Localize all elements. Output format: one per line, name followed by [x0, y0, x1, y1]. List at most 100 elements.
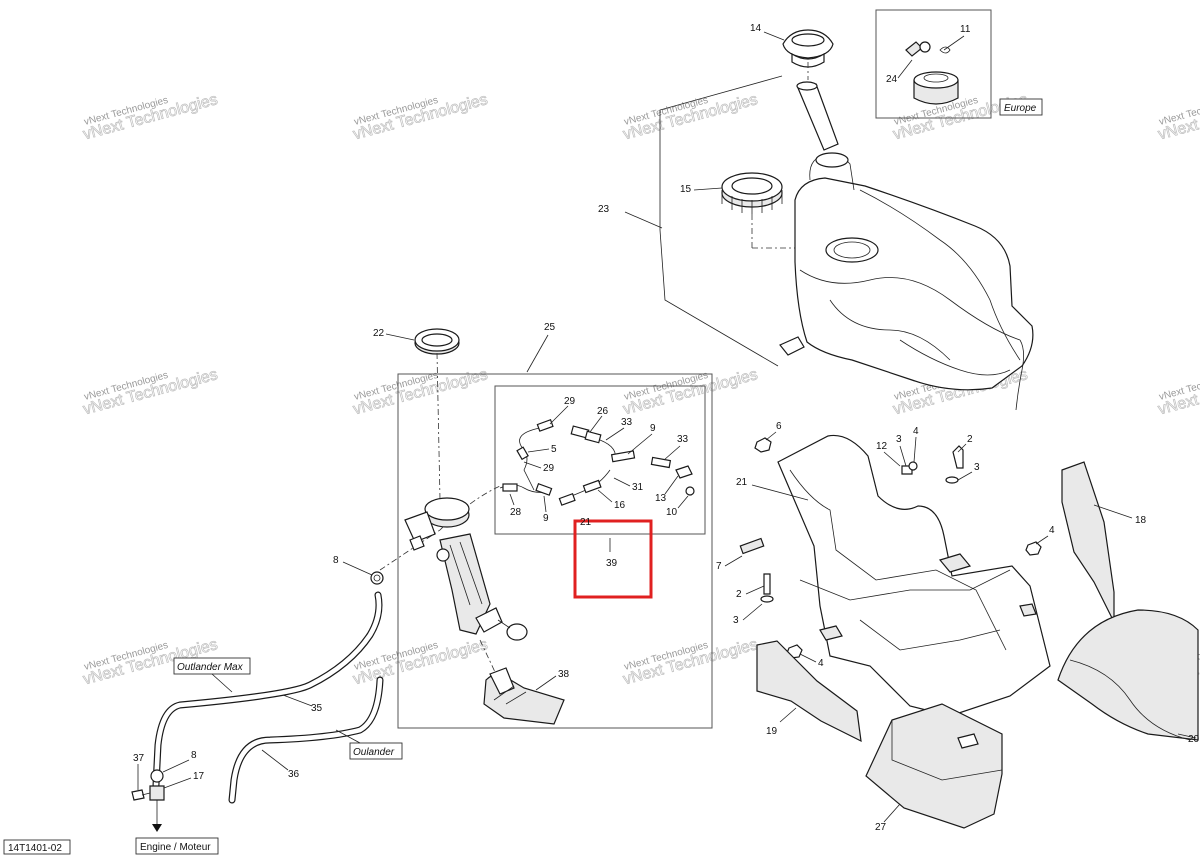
group-bracket-23: [659, 75, 783, 367]
heat-shield-27[interactable]: [865, 703, 1003, 829]
part-number[interactable]: 7: [716, 561, 722, 572]
part-number[interactable]: 4: [818, 658, 824, 669]
leader-line: [1035, 535, 1049, 545]
part-number[interactable]: 20: [1188, 734, 1200, 745]
hose-kit[interactable]: [499, 419, 695, 506]
part-number[interactable]: 12: [876, 441, 888, 452]
heat-shield-20[interactable]: [1057, 609, 1199, 741]
part-labels: 14 11 24 15 23 22 25 29 26 33 9 33 5 29 …: [133, 23, 1200, 833]
engine-tag: [135, 837, 219, 855]
part-number[interactable]: 10: [666, 507, 678, 518]
part-number[interactable]: 11: [960, 24, 971, 35]
leader-line: [509, 493, 515, 506]
part-number[interactable]: 24: [886, 74, 898, 85]
part-number[interactable]: 17: [193, 771, 205, 782]
part-number[interactable]: 14: [750, 23, 762, 34]
part-number[interactable]: 4: [1049, 525, 1055, 536]
part-number[interactable]: 36: [288, 769, 300, 780]
part-number[interactable]: 33: [621, 417, 633, 428]
filler-neck[interactable]: [796, 81, 839, 151]
oulander-tag: [349, 742, 403, 760]
europe-label: Europe: [1004, 103, 1037, 114]
leader-line: [957, 471, 973, 481]
part-number[interactable]: 18: [1135, 515, 1147, 526]
fuel-strainer[interactable]: [483, 667, 565, 725]
leader-line: [527, 448, 550, 453]
part-number[interactable]: 35: [311, 703, 323, 714]
leader-line: [436, 352, 441, 501]
part-number[interactable]: 9: [543, 513, 549, 524]
fuel-hose-max[interactable]: [152, 591, 383, 789]
part-number[interactable]: 37: [133, 753, 145, 764]
pump-group-frame: [397, 373, 713, 729]
part-number[interactable]: 29: [543, 463, 555, 474]
fuel-pump-module[interactable]: [404, 497, 528, 641]
part-number[interactable]: 19: [766, 726, 778, 737]
pump-seal-ring[interactable]: [414, 328, 460, 355]
europe-inset-frame: [875, 9, 992, 119]
leader-line: [742, 603, 763, 621]
side-shield-18[interactable]: [1061, 461, 1115, 623]
part-number[interactable]: 22: [373, 328, 385, 339]
highlight-box[interactable]: [573, 519, 653, 599]
hose-clamp[interactable]: [370, 571, 384, 585]
part-number[interactable]: 28: [510, 507, 522, 518]
diagram-code: 14T1401-02: [8, 843, 62, 854]
part-number[interactable]: 13: [655, 493, 667, 504]
part-number[interactable]: 16: [614, 500, 626, 511]
part-number[interactable]: 2: [967, 434, 973, 445]
part-number[interactable]: 3: [974, 462, 980, 473]
leader-line: [535, 675, 557, 691]
part-number[interactable]: 23: [598, 204, 610, 215]
leader-line: [613, 477, 631, 487]
leader-line: [342, 561, 373, 576]
fuel-hose-std[interactable]: [228, 676, 384, 804]
leader-line: [957, 443, 967, 453]
part-number[interactable]: 38: [558, 669, 570, 680]
leader-line: [543, 495, 547, 513]
tank-skid-plate[interactable]: [777, 434, 1051, 717]
leader-line: [624, 211, 663, 229]
leader-line: [1093, 504, 1133, 519]
leader-line: [693, 187, 723, 191]
heat-shield-19[interactable]: [756, 640, 862, 743]
leader-line: [526, 334, 549, 373]
part-number[interactable]: 6: [776, 421, 782, 432]
europe-valve[interactable]: [905, 41, 951, 57]
leader-line: [211, 673, 233, 693]
part-number[interactable]: 27: [875, 822, 887, 833]
part-number[interactable]: 31: [632, 482, 644, 493]
leader-line: [724, 555, 743, 567]
hose-connector[interactable]: [131, 769, 165, 801]
part-number[interactable]: 21: [580, 517, 592, 528]
part-number[interactable]: 2: [736, 589, 742, 600]
part-number[interactable]: 3: [733, 615, 739, 626]
leader-line: [549, 405, 569, 425]
fuel-tank[interactable]: [779, 152, 1034, 411]
leader-line: [162, 759, 190, 773]
part-number[interactable]: 3: [896, 434, 902, 445]
part-number[interactable]: 15: [680, 184, 692, 195]
leader-line: [943, 35, 965, 51]
part-number[interactable]: 25: [544, 322, 556, 333]
oulander-label: Oulander: [353, 747, 395, 758]
filler-ring[interactable]: [721, 172, 783, 214]
part-number[interactable]: 5: [551, 444, 557, 455]
part-number[interactable]: 8: [333, 555, 339, 566]
part-number[interactable]: 26: [597, 406, 609, 417]
leader-line: [664, 475, 679, 495]
leader-line: [282, 694, 313, 707]
part-number[interactable]: 8: [191, 750, 197, 761]
part-number[interactable]: 29: [564, 396, 576, 407]
europe-cap[interactable]: [913, 71, 959, 105]
part-number[interactable]: 4: [913, 426, 919, 437]
fuel-cap[interactable]: [782, 29, 834, 68]
diagram-code-tag: [3, 839, 71, 855]
leader-line: [385, 333, 415, 341]
leader-line: [479, 639, 496, 673]
part-number[interactable]: 33: [677, 434, 689, 445]
part-number[interactable]: 9: [650, 423, 656, 434]
part-number[interactable]: 21: [736, 477, 748, 488]
part-number-39[interactable]: 39: [606, 558, 618, 569]
